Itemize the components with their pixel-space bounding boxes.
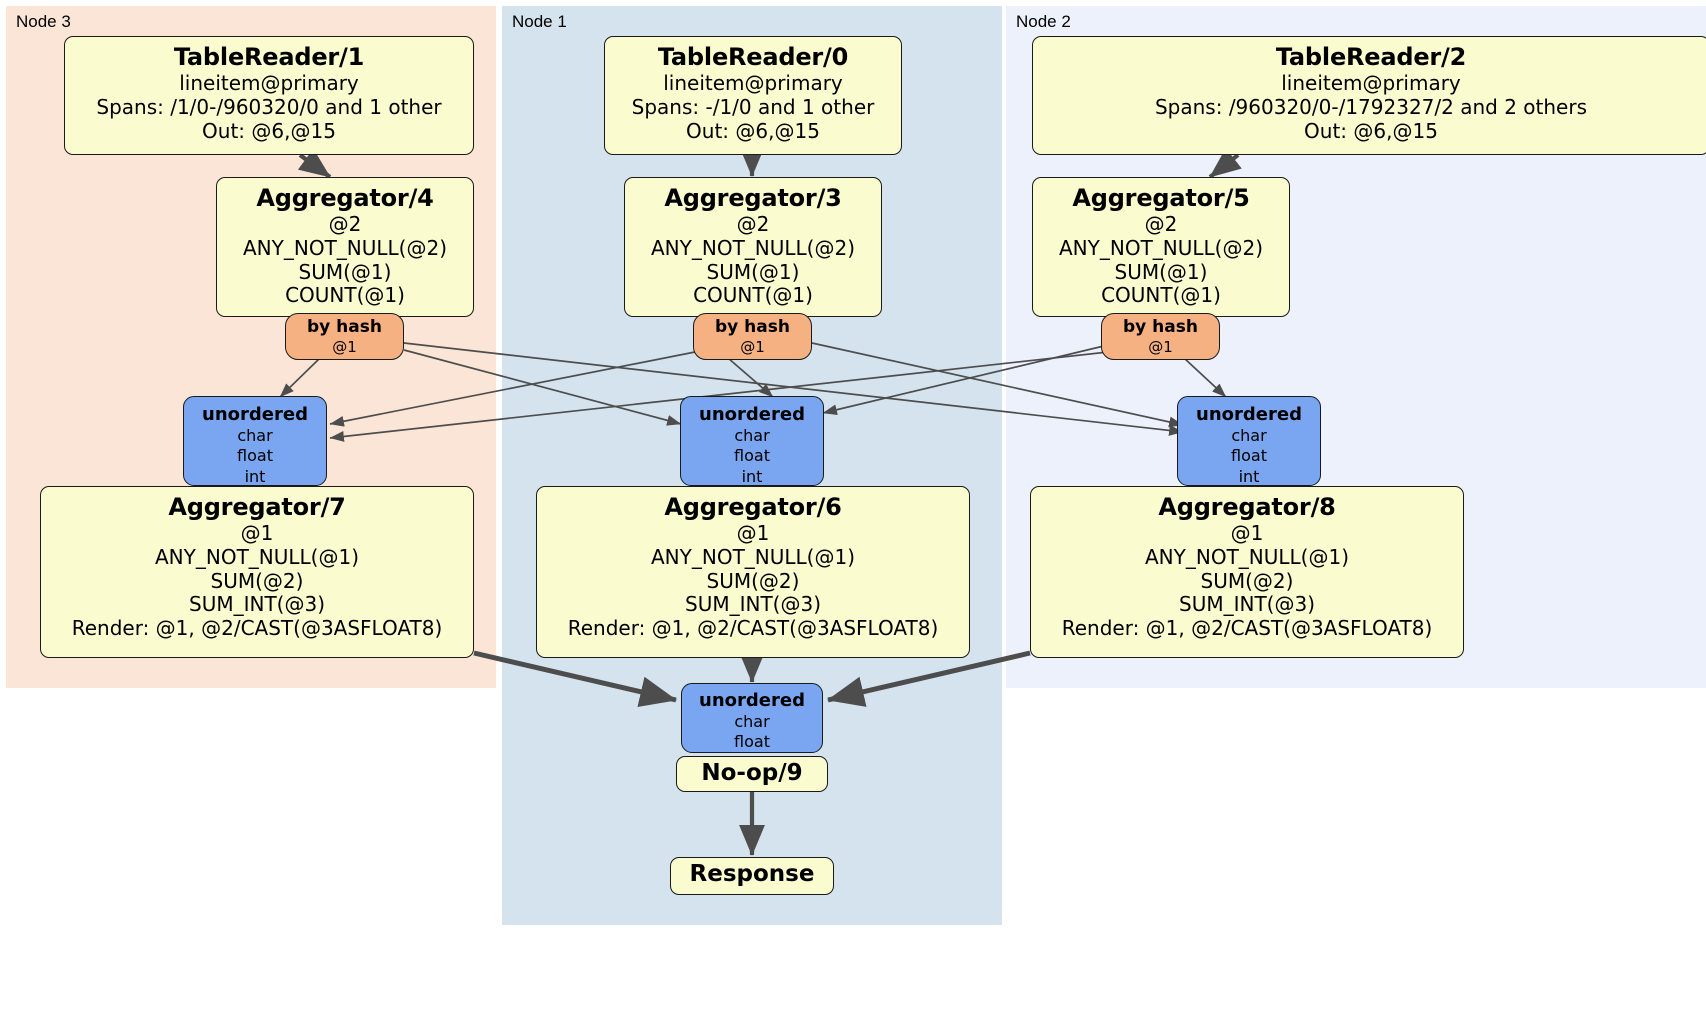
processor-line: SUM(@1) <box>706 259 800 284</box>
processor-line: lineitem@primary <box>179 71 359 96</box>
processor-line: Spans: /1/0-/960320/0 and 1 other <box>96 94 442 119</box>
processor-line: @1 <box>240 521 274 546</box>
processor-line: ANY_NOT_NULL(@2) <box>1059 235 1263 260</box>
processor-line: @2 <box>736 212 770 237</box>
processor-aggregator-6[interactable]: Aggregator/6 @1 ANY_NOT_NULL(@1) SUM(@2)… <box>536 486 970 658</box>
processor-line: SUM(@1) <box>298 259 392 284</box>
processor-title: TableReader/0 <box>657 43 849 71</box>
router-line: @1 <box>1148 337 1173 356</box>
processor-line: SUM(@2) <box>1200 568 1294 593</box>
processor-line: @1 <box>736 521 770 546</box>
router-title: unordered <box>1196 404 1302 425</box>
processor-title: Aggregator/8 <box>1158 493 1336 521</box>
processor-title: Aggregator/5 <box>1072 184 1250 212</box>
router-by-hash-mid[interactable]: by hash @1 <box>693 313 812 360</box>
processor-title: Response <box>689 861 815 887</box>
processor-line: Render: @1, @2/CAST(@3ASFLOAT8) <box>1061 615 1433 640</box>
processor-title: Aggregator/4 <box>256 184 434 212</box>
processor-line: SUM(@2) <box>210 568 304 593</box>
processor-title: Aggregator/6 <box>664 493 842 521</box>
router-line: char <box>734 425 770 445</box>
processor-line: SUM_INT(@3) <box>685 592 821 617</box>
processor-line: lineitem@primary <box>1281 71 1461 96</box>
processor-title: No-op/9 <box>701 760 803 786</box>
processor-line: ANY_NOT_NULL(@1) <box>651 544 855 569</box>
router-title: unordered <box>699 404 805 425</box>
processor-line: COUNT(@1) <box>1101 283 1221 308</box>
processor-line: lineitem@primary <box>663 71 843 96</box>
processor-title: Aggregator/7 <box>168 493 346 521</box>
processor-line: SUM(@1) <box>1114 259 1208 284</box>
router-line: float <box>1231 446 1267 466</box>
router-title: by hash <box>715 317 790 337</box>
router-by-hash-left[interactable]: by hash @1 <box>285 313 404 360</box>
processor-title: TableReader/1 <box>173 43 365 71</box>
processor-title: Aggregator/3 <box>664 184 842 212</box>
router-unordered-final[interactable]: unordered char float <box>681 683 823 753</box>
processor-title: TableReader/2 <box>1275 43 1467 71</box>
router-line: float <box>734 732 770 752</box>
processor-line: ANY_NOT_NULL(@2) <box>243 235 447 260</box>
processor-line: ANY_NOT_NULL(@1) <box>1145 544 1349 569</box>
router-line: int <box>741 467 763 487</box>
processor-aggregator-5[interactable]: Aggregator/5 @2 ANY_NOT_NULL(@2) SUM(@1)… <box>1032 177 1290 317</box>
processor-line: COUNT(@1) <box>693 283 813 308</box>
processor-line: SUM_INT(@3) <box>1179 592 1315 617</box>
router-line: int <box>1238 467 1260 487</box>
router-line: int <box>244 467 266 487</box>
router-title: by hash <box>307 317 382 337</box>
processor-aggregator-3[interactable]: Aggregator/3 @2 ANY_NOT_NULL(@2) SUM(@1)… <box>624 177 882 317</box>
router-title: by hash <box>1123 317 1198 337</box>
processor-tablereader-0[interactable]: TableReader/0 lineitem@primary Spans: -/… <box>604 36 902 155</box>
router-unordered-left[interactable]: unordered char float int <box>183 396 327 486</box>
router-line: char <box>237 425 273 445</box>
node-panel-label-node2: Node 2 <box>1016 12 1071 31</box>
processor-noop-9[interactable]: No-op/9 <box>676 756 828 792</box>
processor-line: Out: @6,@15 <box>686 118 820 143</box>
processor-line: Out: @6,@15 <box>1304 118 1438 143</box>
router-line: char <box>1231 425 1267 445</box>
processor-line: @2 <box>328 212 362 237</box>
router-title: unordered <box>699 690 805 711</box>
processor-line: Render: @1, @2/CAST(@3ASFLOAT8) <box>567 615 939 640</box>
node-panel-label-node1: Node 1 <box>512 12 567 31</box>
router-line: @1 <box>740 337 765 356</box>
processor-tablereader-1[interactable]: TableReader/1 lineitem@primary Spans: /1… <box>64 36 474 155</box>
processor-aggregator-8[interactable]: Aggregator/8 @1 ANY_NOT_NULL(@1) SUM(@2)… <box>1030 486 1464 658</box>
processor-aggregator-4[interactable]: Aggregator/4 @2 ANY_NOT_NULL(@2) SUM(@1)… <box>216 177 474 317</box>
router-line: @1 <box>332 337 357 356</box>
processor-line: ANY_NOT_NULL(@2) <box>651 235 855 260</box>
router-line: float <box>237 446 273 466</box>
router-unordered-right[interactable]: unordered char float int <box>1177 396 1321 486</box>
processor-line: Spans: -/1/0 and 1 other <box>631 94 875 119</box>
processor-line: SUM_INT(@3) <box>189 592 325 617</box>
router-by-hash-right[interactable]: by hash @1 <box>1101 313 1220 360</box>
processor-line: ANY_NOT_NULL(@1) <box>155 544 359 569</box>
processor-line: @1 <box>1230 521 1264 546</box>
processor-line: Spans: /960320/0-/1792327/2 and 2 others <box>1154 94 1587 119</box>
router-title: unordered <box>202 404 308 425</box>
processor-response[interactable]: Response <box>670 857 834 895</box>
processor-line: COUNT(@1) <box>285 283 405 308</box>
router-line: float <box>734 446 770 466</box>
processor-line: SUM(@2) <box>706 568 800 593</box>
processor-tablereader-2[interactable]: TableReader/2 lineitem@primary Spans: /9… <box>1032 36 1706 155</box>
processor-aggregator-7[interactable]: Aggregator/7 @1 ANY_NOT_NULL(@1) SUM(@2)… <box>40 486 474 658</box>
node-panel-label-node3: Node 3 <box>16 12 71 31</box>
router-line: char <box>734 711 770 731</box>
processor-line: Render: @1, @2/CAST(@3ASFLOAT8) <box>71 615 443 640</box>
processor-line: Out: @6,@15 <box>202 118 336 143</box>
processor-line: @2 <box>1144 212 1178 237</box>
router-unordered-mid[interactable]: unordered char float int <box>680 396 824 486</box>
